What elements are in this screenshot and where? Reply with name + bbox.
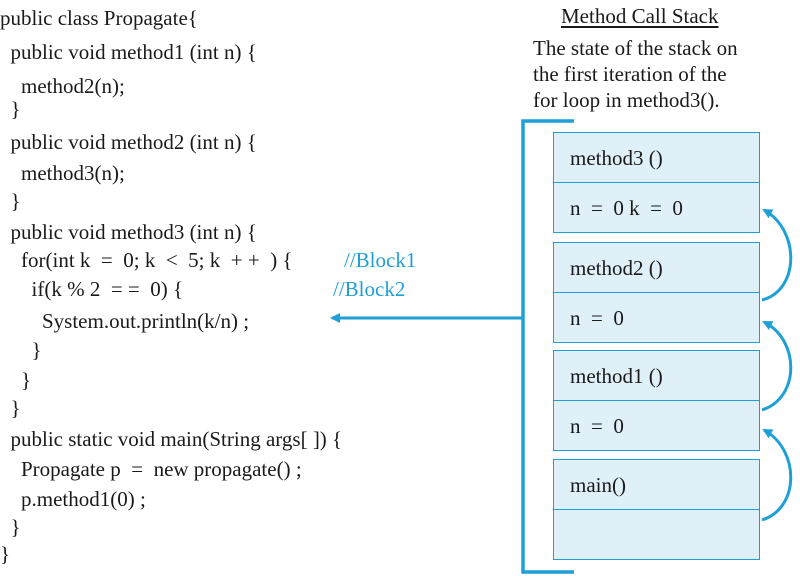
stack-description-line: The state of the stack on (533, 36, 738, 60)
frame-main-name: main() (553, 459, 760, 510)
code-line: public static void main(String args[ ]) … (0, 427, 343, 451)
code-line: method3(n); (0, 161, 125, 185)
code-line: Propagate p = new propagate() ; (0, 457, 302, 481)
code-line: public void method3 (int n) { (0, 220, 257, 244)
code-line: } (0, 515, 21, 539)
code-line: } (0, 542, 11, 566)
stack-description-line: the first iteration of the (533, 62, 727, 86)
block1-comment: //Block1 (344, 248, 417, 272)
return-arrow-method2-to-method3 (761, 208, 793, 302)
stack-description-line: for loop in method3(). (533, 88, 720, 112)
frame-method1-name: method1 () (553, 350, 760, 401)
code-line: } (0, 97, 21, 121)
code-line: public class Propagate{ (0, 6, 198, 30)
return-arrow-main-to-method1 (761, 428, 793, 522)
code-line: } (0, 368, 32, 392)
stack-title: Method Call Stack (561, 4, 719, 28)
return-arrow-method1-to-method2 (761, 320, 793, 412)
frame-method2-vars: n = 0 (553, 292, 760, 343)
code-line: } (0, 396, 21, 420)
block2-comment: //Block2 (333, 277, 406, 301)
frame-method3-name: method3 () (553, 132, 760, 183)
frame-method2-name: method2 () (553, 242, 760, 293)
code-line: } (0, 189, 21, 213)
code-line: } (0, 338, 42, 362)
code-line: for(int k = 0; k < 5; k + + ) { (0, 248, 293, 272)
frame-main-vars (553, 509, 760, 560)
code-line: p.method1(0) ; (0, 487, 146, 511)
code-line: if(k % 2 = = 0) { (0, 277, 184, 301)
code-line: System.out.println(k/n) ; (0, 309, 250, 333)
code-line: public void method1 (int n) { (0, 40, 257, 64)
code-line: method2(n); (0, 74, 125, 98)
frame-method1-vars: n = 0 (553, 400, 760, 451)
code-line: public void method2 (int n) { (0, 130, 257, 154)
frame-method3-vars: n = 0 k = 0 (553, 182, 760, 233)
